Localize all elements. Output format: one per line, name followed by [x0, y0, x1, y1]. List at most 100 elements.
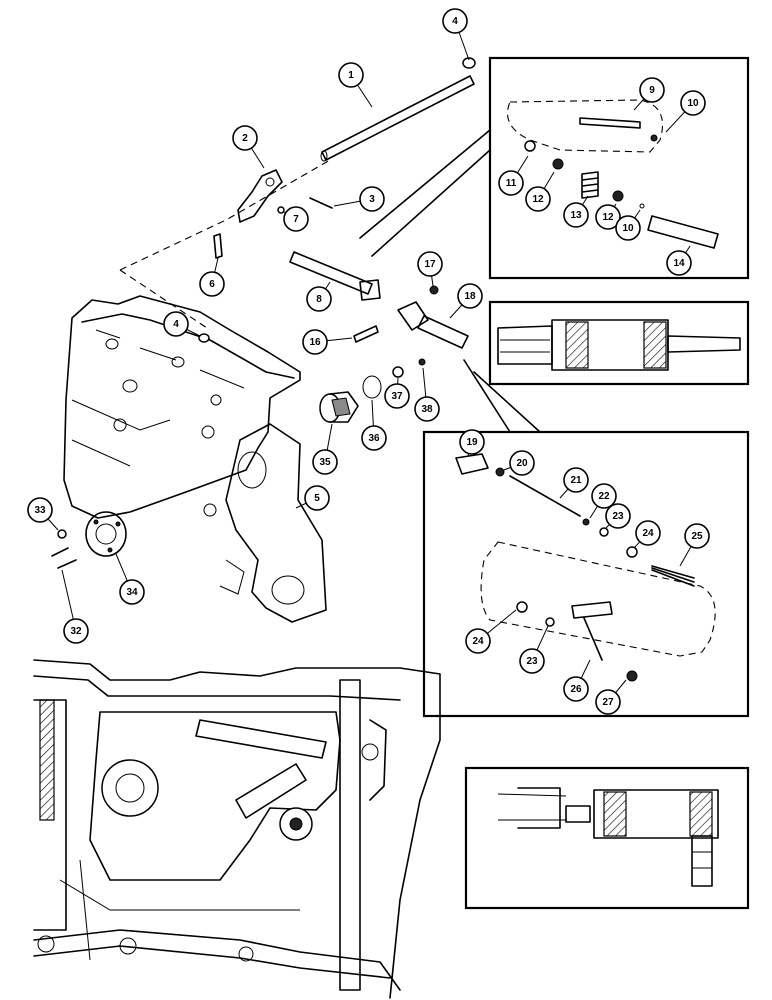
callout-number: 24 [642, 528, 654, 539]
nut-4-lower [198, 333, 210, 343]
callout-6: 6 [199, 257, 225, 297]
inset-leader-lines-2 [463, 359, 541, 433]
clevis-26 [571, 601, 613, 661]
callout-circle [302, 329, 328, 355]
callout-25: 25 [679, 523, 710, 567]
callout-27: 27 [595, 679, 627, 715]
callout-32: 32 [61, 569, 89, 644]
callout-number: 20 [516, 458, 528, 469]
washer-38 [418, 358, 426, 366]
callout-circle [615, 215, 641, 241]
callout-5: 5 [295, 485, 330, 511]
inset-group-outline-2 [480, 541, 716, 657]
ring-12b [612, 190, 624, 202]
callout-number: 16 [309, 337, 321, 348]
callout-circle [459, 429, 485, 455]
callout-circle [27, 497, 53, 523]
callout-24: 24 [465, 609, 517, 654]
callout-number: 5 [314, 493, 320, 504]
callout-number: 6 [209, 279, 215, 290]
callout-circle [563, 202, 589, 228]
callout-number: 2 [242, 133, 248, 144]
callout-circle [163, 311, 189, 337]
callout-36: 36 [361, 399, 387, 451]
link-assembly [289, 251, 381, 301]
callout-number: 11 [506, 178, 517, 189]
callout-8: 8 [306, 281, 332, 312]
inset-group-outline [506, 99, 664, 153]
callout-20: 20 [503, 450, 535, 476]
callout-24: 24 [633, 520, 661, 549]
rod-21 [509, 475, 581, 517]
callout-number: 3 [369, 194, 375, 205]
nut-top [462, 57, 476, 69]
callout-18: 18 [449, 283, 483, 319]
callout-number: 35 [319, 457, 331, 468]
group-outline [119, 159, 331, 331]
block-19 [455, 453, 489, 475]
callout-circle [666, 250, 692, 276]
callout-37: 37 [384, 377, 410, 409]
callout-circle [605, 503, 631, 529]
bracket-casting [203, 423, 327, 623]
callout-circle [283, 206, 309, 232]
callout-circle [442, 8, 468, 34]
callout-circle [63, 618, 89, 644]
bolt-32b [57, 559, 77, 569]
bolt [213, 233, 223, 259]
callout-number: 4 [173, 319, 179, 330]
callout-circle [563, 676, 589, 702]
bolt-32a [51, 547, 69, 557]
callout-number: 8 [316, 294, 322, 305]
callout-circle [384, 383, 410, 409]
callout-circle [306, 286, 332, 312]
callout-number: 21 [570, 475, 582, 486]
callout-number: 18 [464, 291, 476, 302]
callout-circle [509, 450, 535, 476]
callout-17: 17 [417, 251, 443, 287]
washer-11 [524, 140, 536, 152]
spring-25 [651, 565, 695, 587]
callout-number: 1 [348, 70, 354, 81]
clip-23b [545, 617, 555, 627]
callout-number: 12 [602, 212, 614, 223]
callout-10: 10 [615, 209, 641, 241]
callout-33: 33 [27, 497, 59, 531]
bolt-16 [353, 325, 379, 343]
housing-casting [63, 295, 301, 519]
callout-13: 13 [563, 195, 589, 228]
nut-24a [626, 546, 638, 558]
callout-35: 35 [312, 423, 338, 475]
callout-3: 3 [333, 186, 385, 212]
callout-number: 17 [424, 259, 436, 270]
callout-circle [563, 467, 589, 493]
cylinder-section-drawing [497, 319, 741, 371]
inset-panel-cylinder-section [488, 300, 750, 386]
callout-4: 4 [442, 8, 470, 61]
callout-circle [639, 77, 665, 103]
callout-circle [498, 170, 524, 196]
callout-number: 24 [472, 636, 484, 647]
cam-bushing [319, 391, 359, 423]
callout-circle [457, 283, 483, 309]
clevis-assembly [397, 301, 469, 349]
nut-17 [429, 285, 439, 295]
washer-7 [277, 206, 285, 214]
assembled-view [33, 659, 441, 999]
callout-circle [199, 271, 225, 297]
callout-number: 23 [526, 656, 538, 667]
callout-16: 16 [302, 329, 353, 355]
callout-circle [525, 186, 551, 212]
callout-7: 7 [283, 206, 309, 232]
callout-number: 36 [368, 433, 380, 444]
nut-27 [626, 670, 638, 682]
callout-number: 38 [421, 404, 433, 415]
callout-number: 23 [612, 511, 624, 522]
callout-2: 2 [232, 125, 265, 169]
callout-38: 38 [414, 367, 440, 422]
clip-10a [650, 134, 658, 142]
callout-number: 14 [673, 258, 685, 269]
callout-10: 10 [665, 90, 706, 133]
